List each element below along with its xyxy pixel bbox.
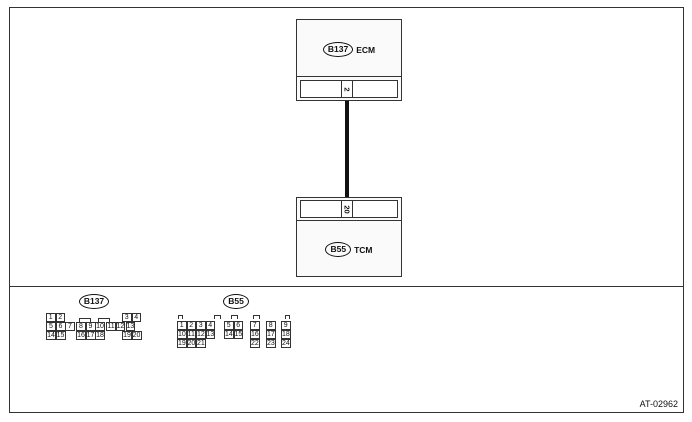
connector-pin: 17	[266, 330, 276, 339]
b55-label-text: B55	[223, 294, 249, 309]
ecm-pin-cell: 2	[341, 80, 353, 98]
connector-pin: 12	[115, 322, 125, 331]
connector-pin: 5	[224, 321, 234, 330]
connector-pin: 2	[55, 313, 65, 322]
connector-pin: 11	[106, 322, 116, 331]
connector-pin: 16	[76, 331, 86, 340]
connector-pin: 10	[95, 322, 105, 331]
connector-pin: 19	[122, 331, 132, 340]
signal-wire	[345, 101, 349, 197]
tcm-name: TCM	[354, 244, 373, 255]
connector-pin: 18	[95, 331, 105, 340]
connector-pin: 17	[85, 331, 96, 340]
connector-pin: 8	[76, 322, 86, 331]
diagram-frame	[9, 7, 684, 413]
connector-pin: 15	[55, 331, 66, 340]
tcm-connector-id: B55	[325, 242, 352, 257]
connector-pin: 20	[131, 331, 142, 340]
connector-latch	[79, 318, 91, 322]
tcm-pin-number: 20	[342, 204, 352, 214]
connector-pin: 20	[186, 339, 196, 348]
ecm-pin-bar: 2	[300, 80, 398, 98]
connector-pin: 11	[186, 330, 196, 339]
connector-pin: 6	[233, 321, 243, 330]
connector-pin: 14	[46, 331, 56, 340]
connector-pin: 21	[196, 339, 206, 348]
connector-pin: 2	[186, 321, 196, 330]
connector-pin: 3	[122, 313, 132, 322]
connector-pin: 9	[281, 321, 291, 330]
connector-latch	[253, 315, 260, 319]
tcm-module: 20 B55 TCM	[296, 197, 402, 277]
connector-latch	[98, 318, 110, 322]
connector-pin: 4	[131, 313, 141, 322]
connector-pin: 22	[250, 339, 260, 348]
tcm-label: B55 TCM	[297, 242, 401, 257]
tcm-connector-edge	[297, 220, 401, 221]
connector-latch	[285, 315, 290, 319]
connector-pin: 13	[205, 330, 215, 339]
connector-pin: 7	[250, 321, 260, 330]
section-divider	[9, 286, 684, 287]
connector-pin: 18	[281, 330, 291, 339]
connector-pin: 9	[85, 322, 96, 331]
connector-pin: 3	[196, 321, 206, 330]
connector-latch	[231, 315, 238, 319]
connector-pin: 4	[205, 321, 215, 330]
b137-label-text: B137	[78, 294, 110, 309]
ecm-connector-id: B137	[322, 42, 354, 57]
connector-pin: 1	[177, 321, 187, 330]
tcm-pin-bar: 20	[300, 200, 398, 218]
connector-pin: 10	[177, 330, 187, 339]
connector-pin: 15	[233, 330, 243, 339]
ecm-label: B137 ECM	[297, 42, 401, 57]
connector-latch	[178, 315, 183, 319]
tcm-pin-cell: 20	[341, 200, 353, 218]
connector-pin: 6	[55, 322, 66, 331]
connector-latch	[214, 315, 221, 319]
connector-pin: 24	[281, 339, 291, 348]
ecm-module: B137 ECM 2	[296, 19, 402, 101]
b55-label: B55	[222, 294, 250, 309]
ecm-connector-edge	[297, 76, 401, 77]
b137-label: B137	[78, 294, 110, 309]
connector-pin: 5	[46, 322, 56, 331]
connector-pin: 14	[224, 330, 234, 339]
ecm-pin-number: 2	[342, 86, 352, 92]
connector-pin: 8	[266, 321, 276, 330]
connector-pin: 16	[250, 330, 260, 339]
document-id: AT-02962	[639, 399, 678, 409]
connector-pin: 19	[177, 339, 187, 348]
ecm-name: ECM	[356, 44, 376, 55]
connector-pin: 12	[196, 330, 206, 339]
connector-pin: 7	[65, 322, 75, 331]
connector-pin: 23	[266, 339, 276, 348]
connector-pin: 1	[46, 313, 56, 322]
connector-pin: 13	[125, 322, 135, 331]
